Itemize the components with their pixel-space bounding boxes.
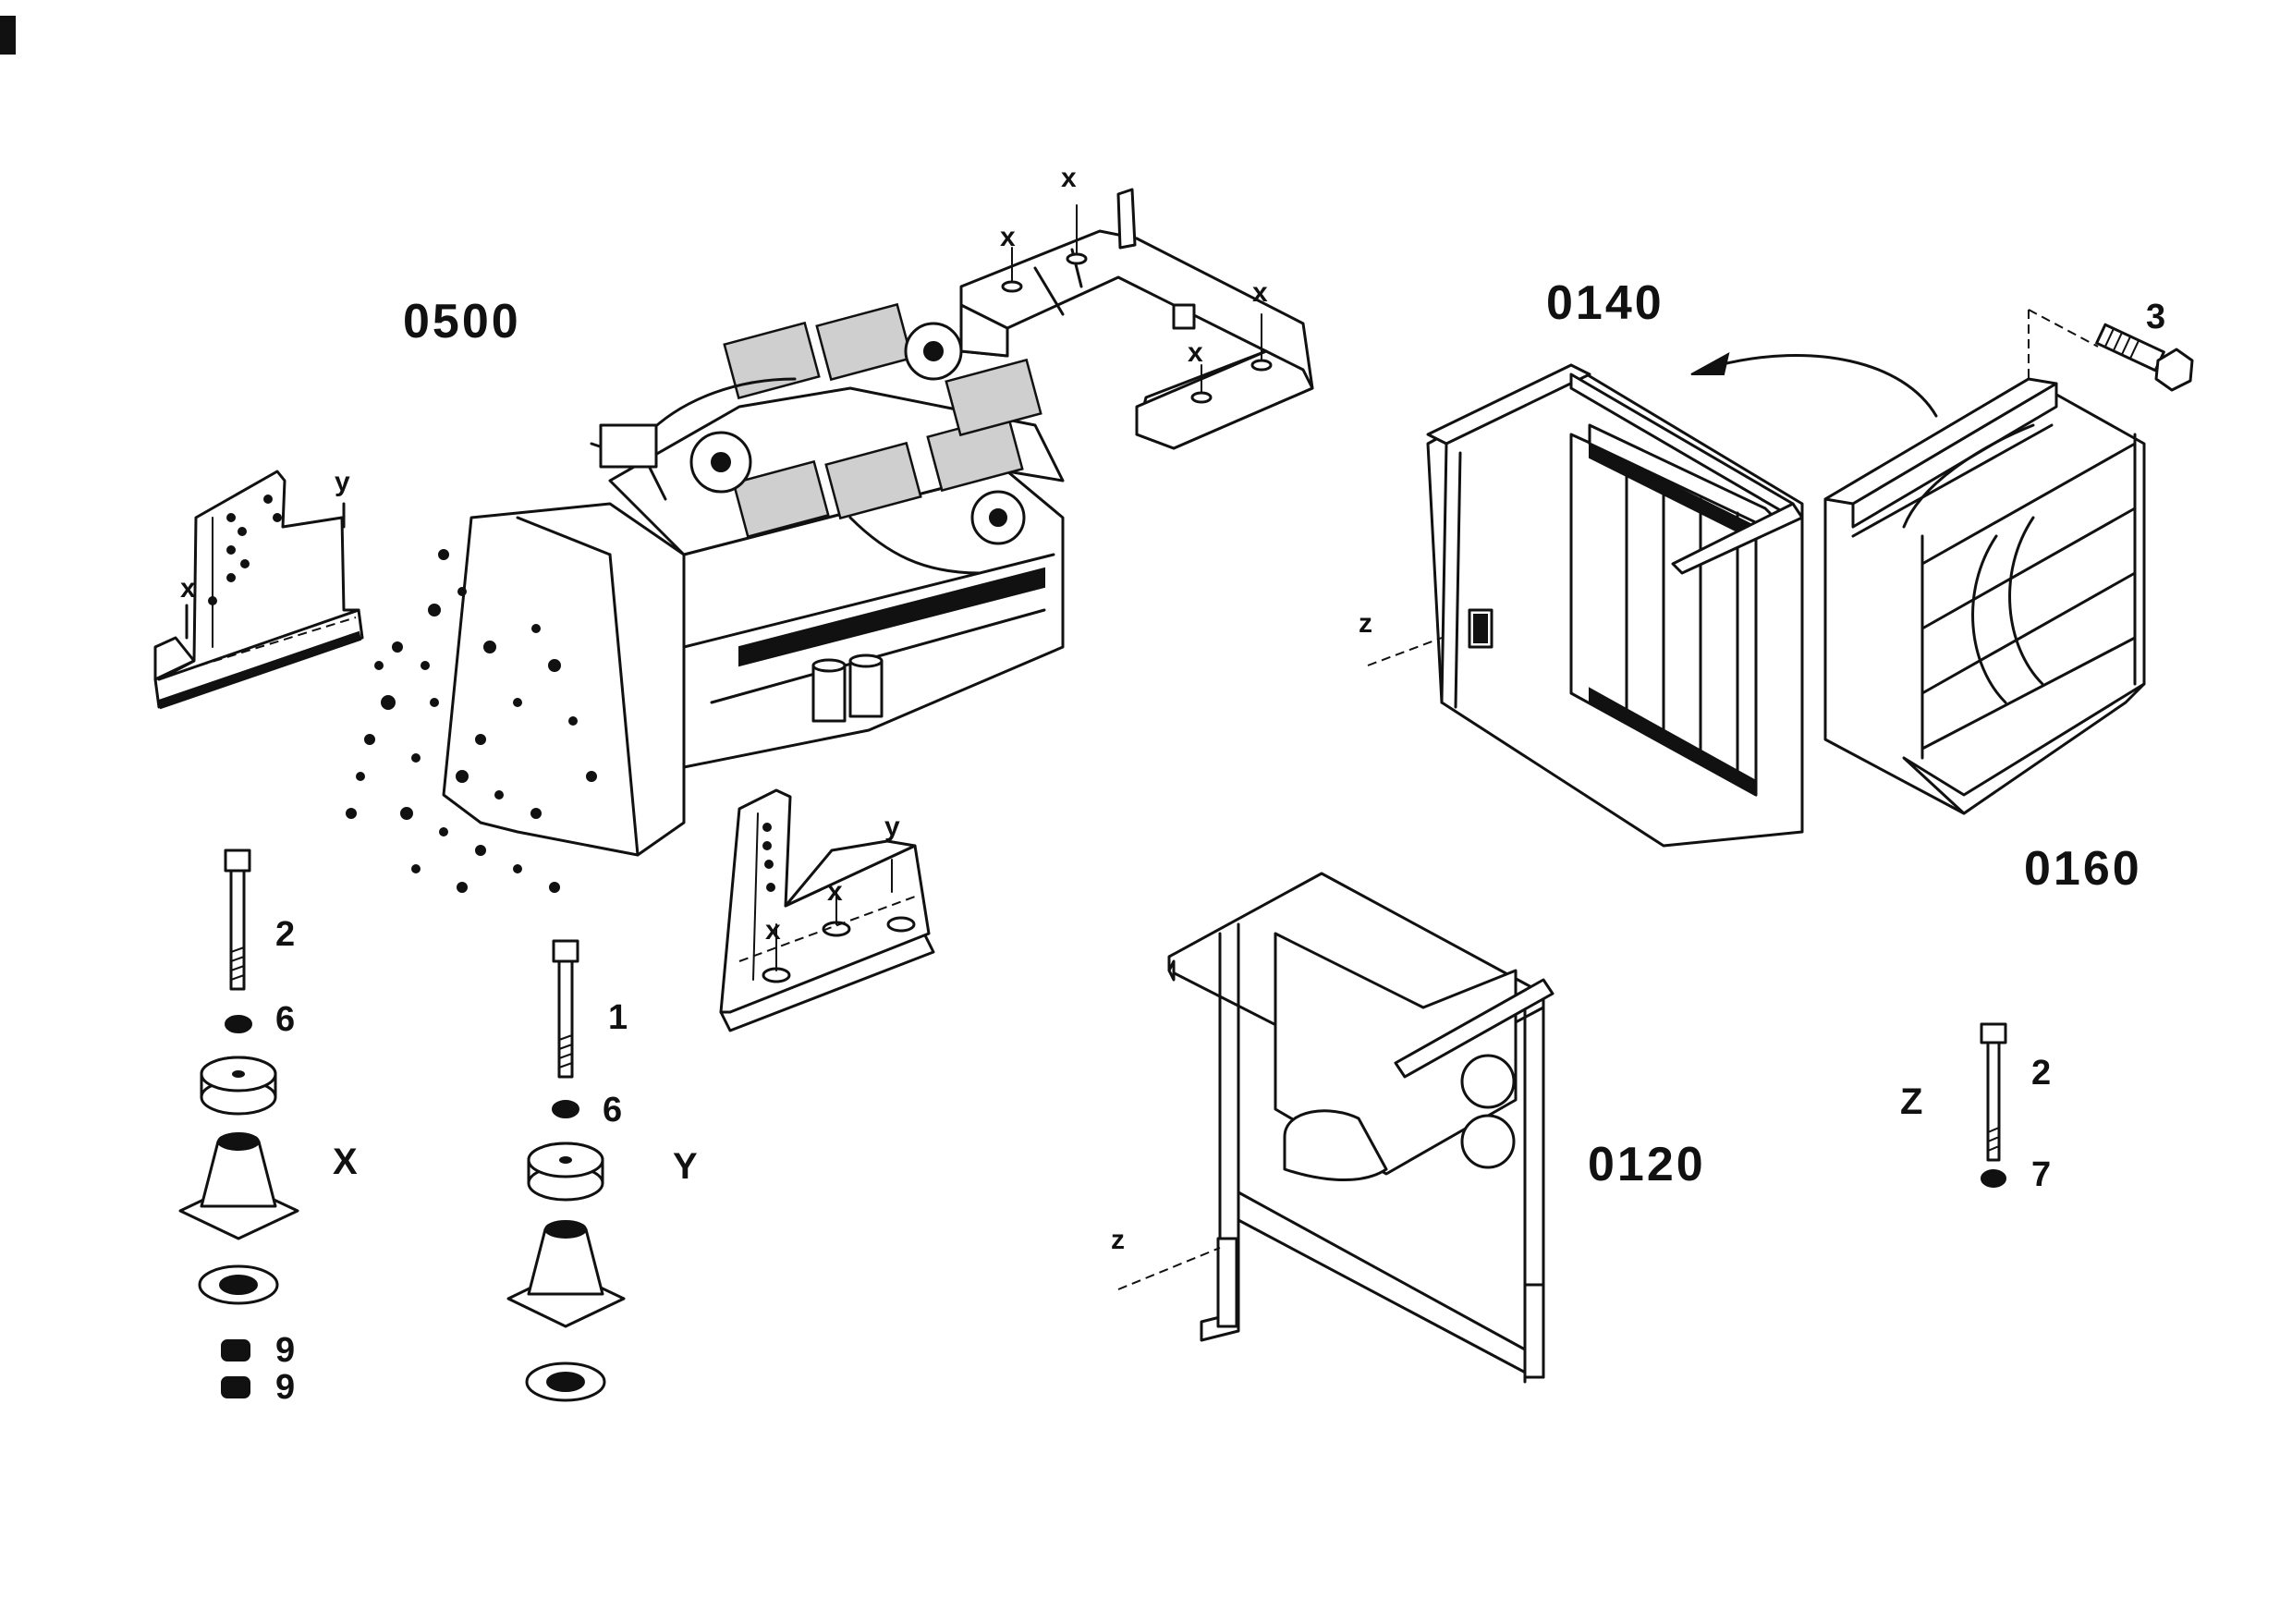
- part-number-2-right: 2: [2031, 1054, 2052, 1093]
- part-number-9-b: 9: [275, 1368, 296, 1407]
- group-label-0120: 0120: [1588, 1138, 1706, 1191]
- top-mounting-bracket-icon: [961, 189, 1312, 448]
- ref-x-top-2: x: [1061, 163, 1077, 193]
- ref-z-0140: z: [1359, 608, 1372, 639]
- view-label-x: X: [333, 1142, 358, 1182]
- assembly-arrow-icon: [1691, 354, 1936, 416]
- part-number-1: 1: [608, 998, 628, 1037]
- group-label-0500: 0500: [403, 295, 521, 348]
- ref-y-left-bracket: y: [335, 467, 350, 497]
- mount-stack-y-icon: [508, 941, 624, 1400]
- ref-y-mid: y: [884, 812, 900, 842]
- view-label-z: Z: [1900, 1081, 1923, 1122]
- ref-x-left-bracket: x: [180, 573, 196, 604]
- fan-guard-0160-icon: [1825, 310, 2144, 813]
- bolt-stack-z-icon: [1981, 1024, 2006, 1187]
- part-number-7: 7: [2031, 1155, 2052, 1194]
- ref-x-top-4: x: [1252, 277, 1268, 308]
- view-label-y: Y: [673, 1146, 698, 1187]
- part-number-6-mid: 6: [603, 1091, 623, 1129]
- mount-stack-x-icon: [180, 850, 298, 1398]
- corner-mark-icon: [0, 17, 15, 54]
- group-label-0140: 0140: [1546, 276, 1664, 330]
- part-number-3: 3: [2146, 298, 2166, 336]
- middle-mounting-bracket-icon: [721, 790, 933, 1031]
- part-number-9-a: 9: [275, 1331, 296, 1370]
- radiator-frame-0140-icon: [1368, 365, 1802, 846]
- ref-x-mid-2: x: [827, 876, 843, 907]
- ref-x-top-3: x: [1188, 337, 1203, 368]
- ref-x-top-1: x: [1000, 222, 1016, 252]
- engine-illustration-icon: [347, 304, 1063, 892]
- ref-z-0120: z: [1111, 1225, 1125, 1255]
- group-label-0160: 0160: [2024, 842, 2142, 896]
- bolt-3-icon: [2097, 324, 2192, 390]
- left-mounting-bracket-icon: [155, 471, 362, 708]
- part-number-2-left: 2: [275, 915, 296, 954]
- ref-x-mid-1: x: [765, 915, 781, 946]
- lower-frame-0120-icon: [1118, 873, 1553, 1382]
- part-number-6-left: 6: [275, 1000, 296, 1039]
